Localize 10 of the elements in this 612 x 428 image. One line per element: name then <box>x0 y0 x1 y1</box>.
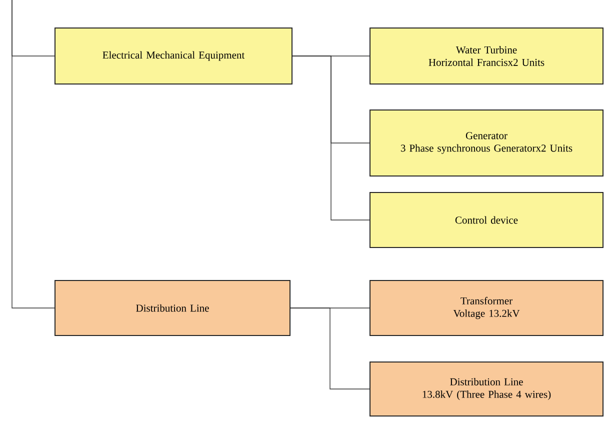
process-box: Distribution Line 13.8kV (Three Phase 4 wires) <box>370 362 604 416</box>
process-box: Water Turbine Horizontal Francisx2 Units <box>370 28 604 84</box>
connector-line <box>290 308 370 390</box>
process-box: Transformer Voltage 13.2kV <box>370 280 604 336</box>
process-box: Control device <box>370 192 604 248</box>
process-box: Electrical Mechanical Equipment <box>54 28 292 84</box>
connector-line <box>292 56 370 220</box>
process-box: Distribution Line <box>54 280 290 336</box>
connector-line <box>12 0 55 308</box>
process-box: Generator 3 Phase synchronous Generatorx2 Units <box>370 110 604 176</box>
